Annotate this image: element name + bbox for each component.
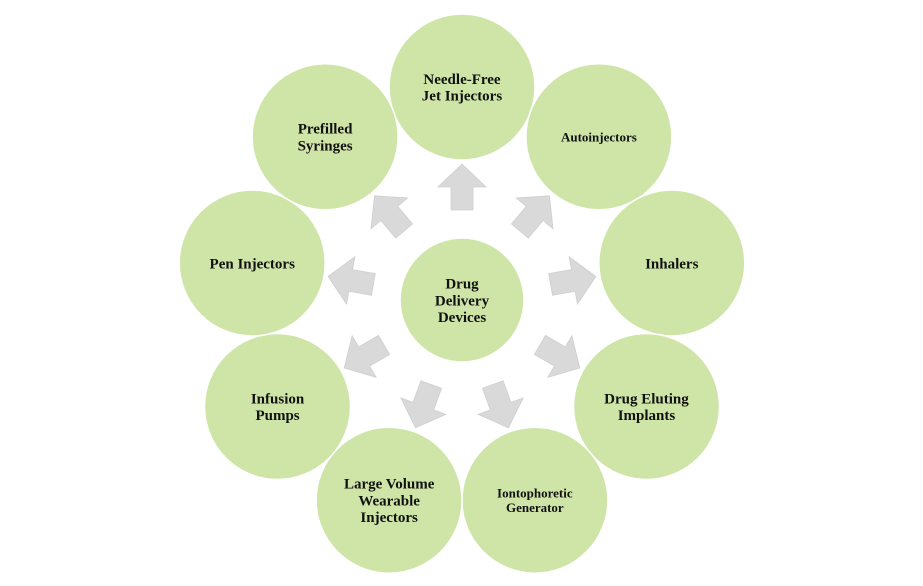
node-label: Generator (506, 500, 564, 515)
node-pen-injectors: Pen Injectors (178, 189, 326, 337)
center-label: Drug (445, 276, 479, 292)
node-label: Jet Injectors (422, 89, 503, 105)
node-label: Prefilled (298, 122, 353, 138)
node-label: Inhalers (645, 256, 699, 272)
node-autoinjectors: Autoinjectors (525, 63, 673, 211)
arrow-to-inhalers (548, 255, 597, 306)
node-label: Implants (618, 408, 676, 424)
center-circle (399, 237, 525, 363)
node-circle (251, 63, 399, 211)
arrow-to-autoinjectors (510, 195, 554, 239)
node-label: Large Volume (344, 477, 435, 493)
node-label: Pumps (255, 408, 299, 424)
node-circle (388, 13, 536, 161)
node-label: Drug Eluting (604, 391, 689, 407)
node-label: Needle-Free (423, 72, 501, 88)
center-label: Delivery (435, 293, 490, 309)
arrow-to-drug-eluting-implants (533, 334, 581, 378)
node-circle (572, 332, 721, 481)
node-label: Autoinjectors (561, 129, 637, 144)
node-circle (203, 332, 352, 481)
arrow-to-pen-injectors (327, 255, 376, 306)
node-label: Wearable (358, 493, 420, 509)
node-circle (598, 189, 746, 337)
arrow-to-iontophoretic-generator (477, 380, 524, 429)
node-circle (178, 189, 326, 337)
node-circle (525, 63, 673, 211)
node-label: Pen Injectors (210, 256, 296, 272)
center-label: Devices (438, 310, 486, 326)
arrow-to-large-volume-wearable-injectors (400, 380, 447, 429)
node-inhalers: Inhalers (598, 189, 746, 337)
node-label: Infusion (251, 391, 305, 407)
arrow-to-infusion-pumps (343, 334, 391, 378)
node-circle (315, 426, 463, 574)
arrow-to-needle-free-jet-injectors (437, 163, 487, 211)
node-label: Iontophoretic (497, 485, 573, 500)
node-label: Injectors (360, 510, 418, 526)
node-label: Syringes (298, 139, 353, 155)
arrow-to-prefilled-syringes (370, 195, 414, 239)
